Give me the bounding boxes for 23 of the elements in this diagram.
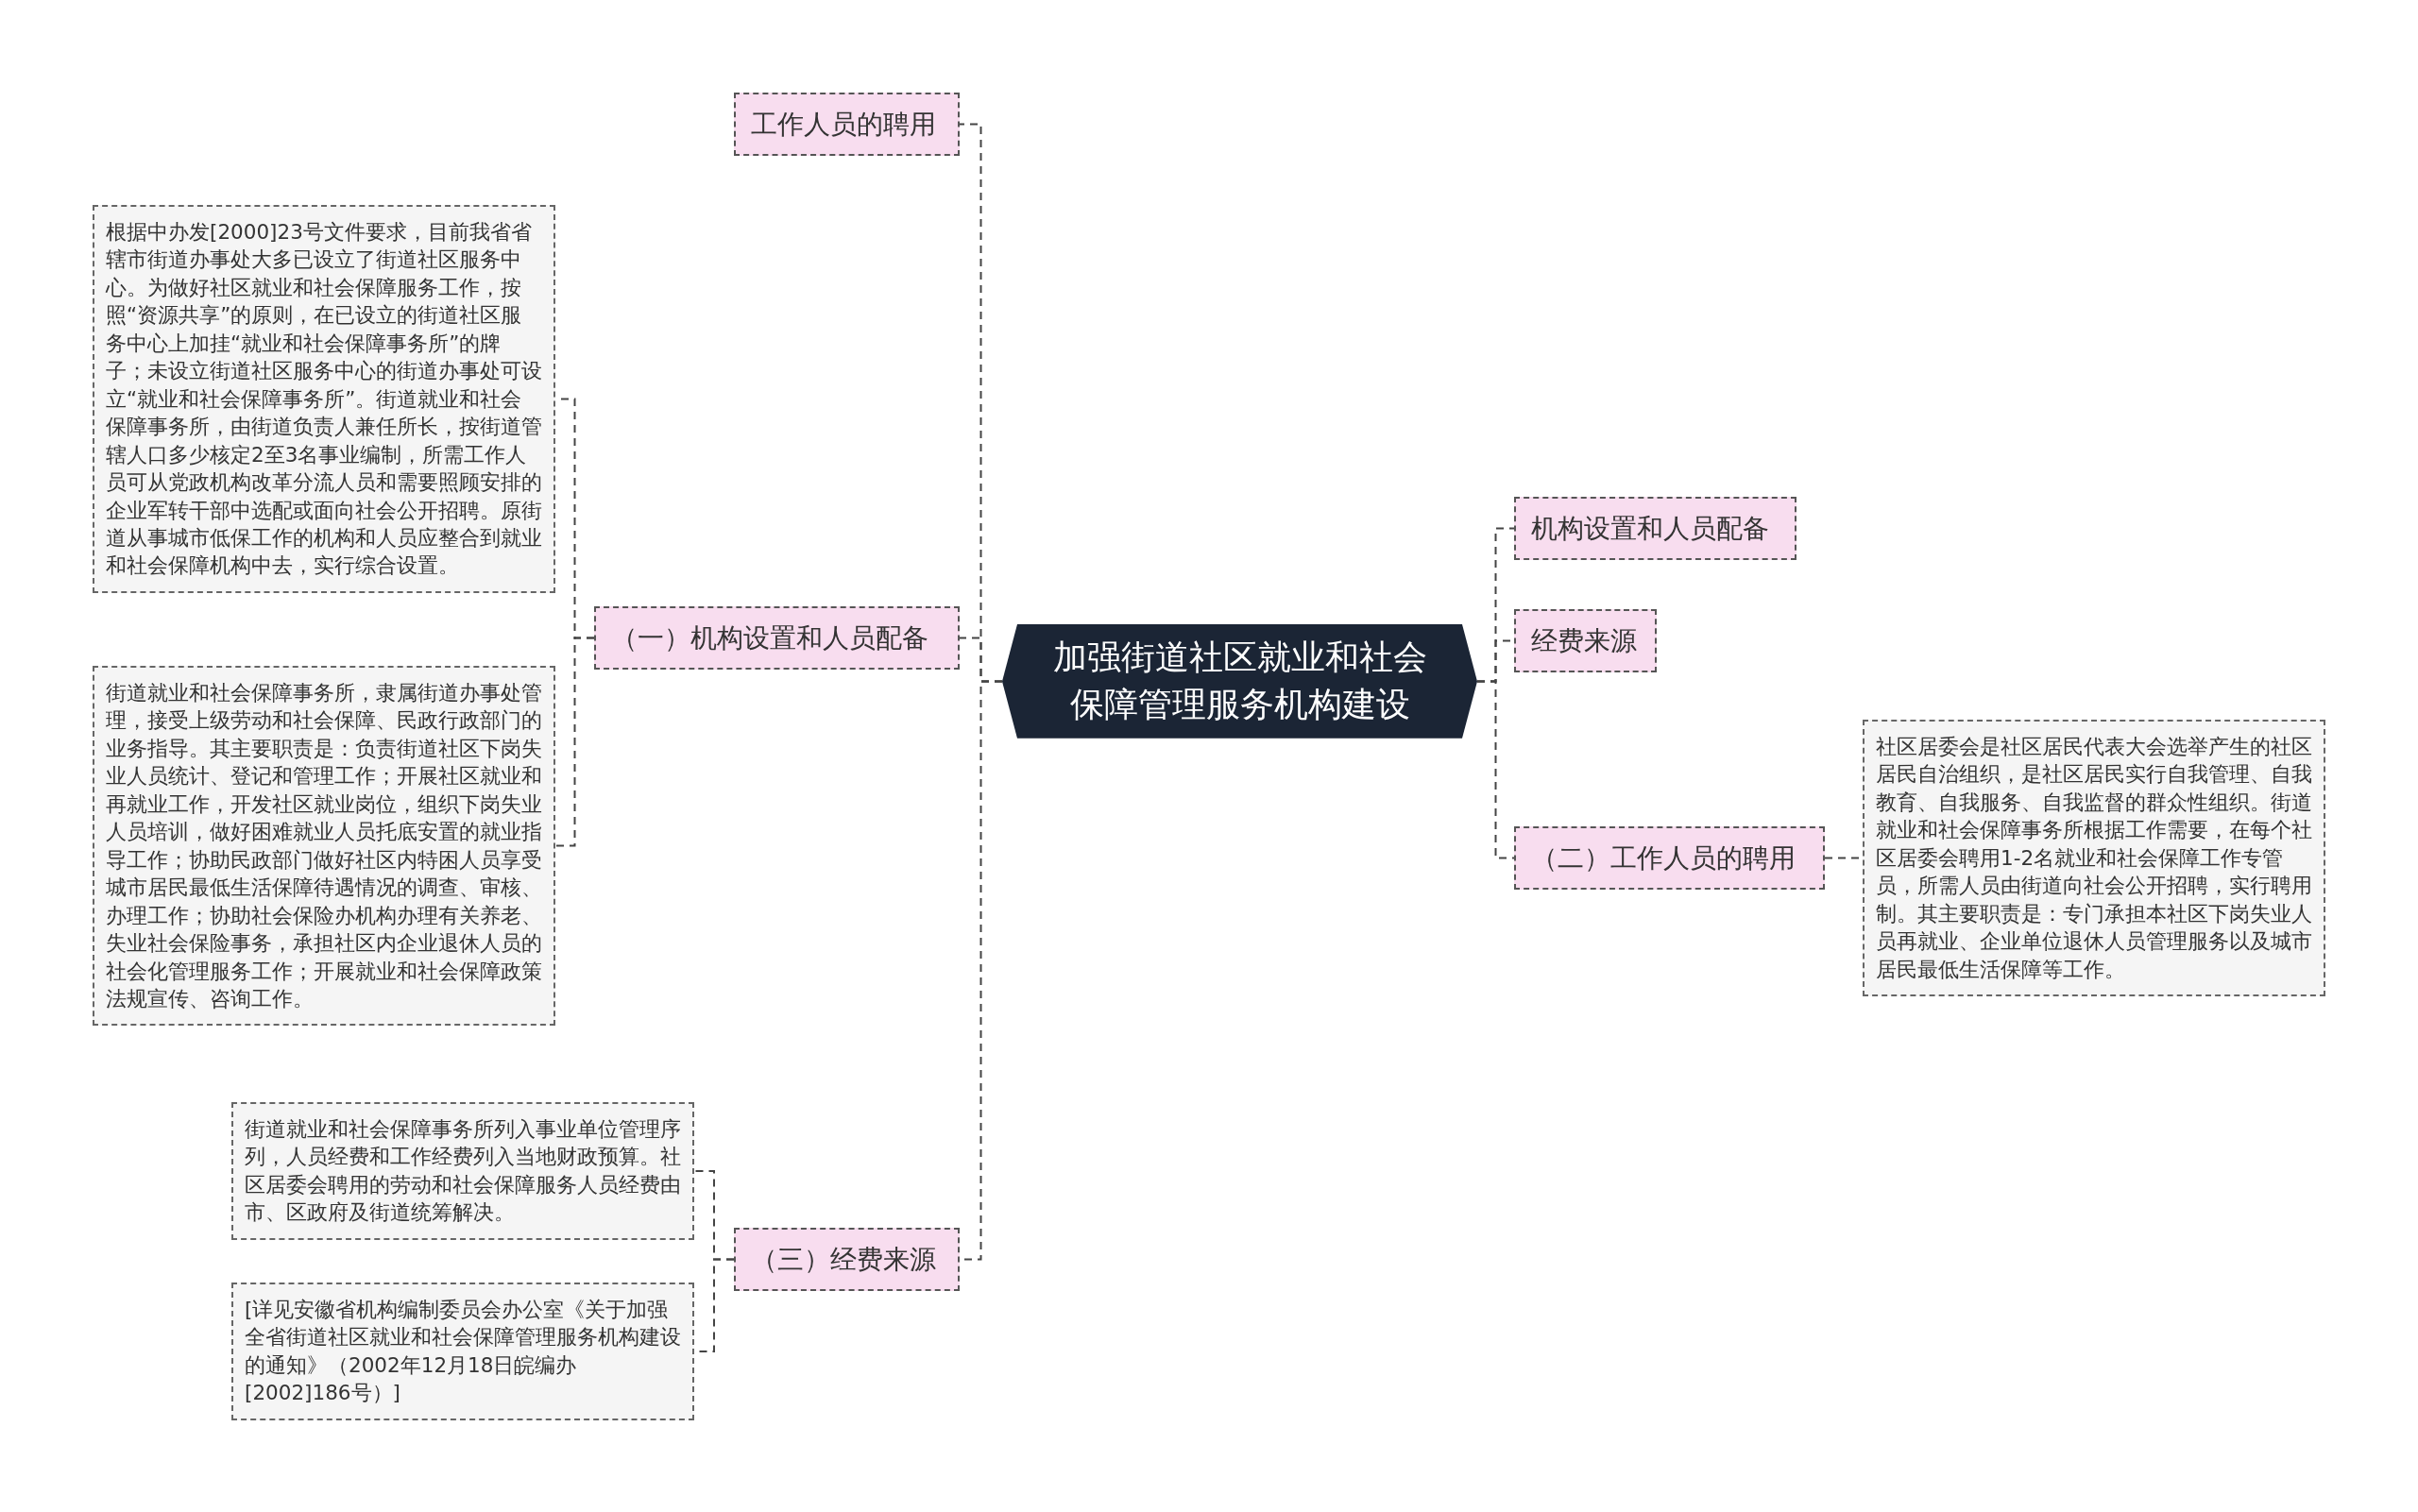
note-text: 街道就业和社会保障事务所列入事业单位管理序列，人员经费和工作经费列入当地财政预算。社区居委会聘用的劳动和社会保障服务人员经费由市、区政府及街道统筹解决。 (245, 1116, 681, 1227)
topic-box (1514, 826, 1825, 891)
topic-label: 工作人员的聘用 (751, 108, 937, 142)
topic-label: （二）工作人员的聘用 (1531, 841, 1796, 875)
note-box (231, 1102, 694, 1240)
connector-line (554, 637, 595, 847)
topic-label: （三）经费来源 (751, 1243, 937, 1277)
topic-text: 加强街道社区就业和社会保障管理服务机构建设 (1051, 637, 1428, 726)
note-text: 街道就业和社会保障事务所，隶属街道办事处管理，接受上级劳动和社会保障、民政行政部门的业务指导。其主要职责是：负责街道社区下岗失业人员统计、登记和管理工作；开展社区就业和再就业工作，开发社区就业岗位，组织下岗失业人员培训，做好困难就业人员托底安置的就业指导工作；协助民政部门做好社区内特困人员享受城市居民最低生活保障待遇情况的调查、审核、办理工作；协助社会保险办机构办理有关养老、失业社会保险事务，承担社区内企业退休人员的社会化管理服务工作；开展就业和社会保障政策法规宣传、咨询工作。 (106, 680, 542, 1012)
topic-box (1514, 497, 1796, 561)
topic-label: 经费来源 (1531, 624, 1638, 658)
note-text: 根据中办发[2000]23号文件要求，目前我省省辖市街道办事处大多已设立了街道社区服务中心。为做好社区就业和社会保障服务工作，按照“资源共享”的原则，在已设立的街道社区服务中心上加挂“就业和社会保障事务所”的牌子；未设立街道社区服务中心的街道办事处可设立“就业和社会保障事务所”。街道就业和社会保障事务所，由街道负责人兼任所长，按街道管辖人口多少核定2至3名事业编制，所需工作人员可从党政机构改革分流人员和需要照顾安排的企业军转干部中选配或面向社会公开招聘。原街道从事城市低保工作的机构和人员应整合到就业和社会保障机构中去，实行综合设置。 (106, 219, 542, 580)
topic-box (734, 93, 960, 157)
topic-box (594, 606, 960, 671)
topic-box (1514, 609, 1657, 673)
topic-label: 机构设置和人员配备 (1531, 512, 1770, 546)
note-box (231, 1283, 694, 1420)
topic-label: （一）机构设置和人员配备 (611, 621, 929, 655)
connector-line (1476, 680, 1515, 859)
note-text: [详见安徽省机构编制委员会办公室《关于加强全省街道社区就业和社会保障管理服务机构建设的通知》（2002年12月18日皖编办[2002]186号）] (245, 1297, 681, 1407)
topic-box (734, 1228, 960, 1292)
note-box (1863, 720, 2325, 997)
note-text: 社区居委会是社区居民代表大会选举产生的社区居民自治组织，是社区居民实行自我管理、自我教育、自我服务、自我监督的群众性组织。街道就业和社会保障事务所根据工作需要，在每个社区居委会聘用1-2名就业和社会保障工作专管员，所需人员由街道向社会公开招聘，实行聘用制。其主要职责是：专门承担本社区下岗失业人员再就业、企业单位退休人员管理服务以及城市居民最低生活保障等工作。 (1876, 734, 2312, 983)
